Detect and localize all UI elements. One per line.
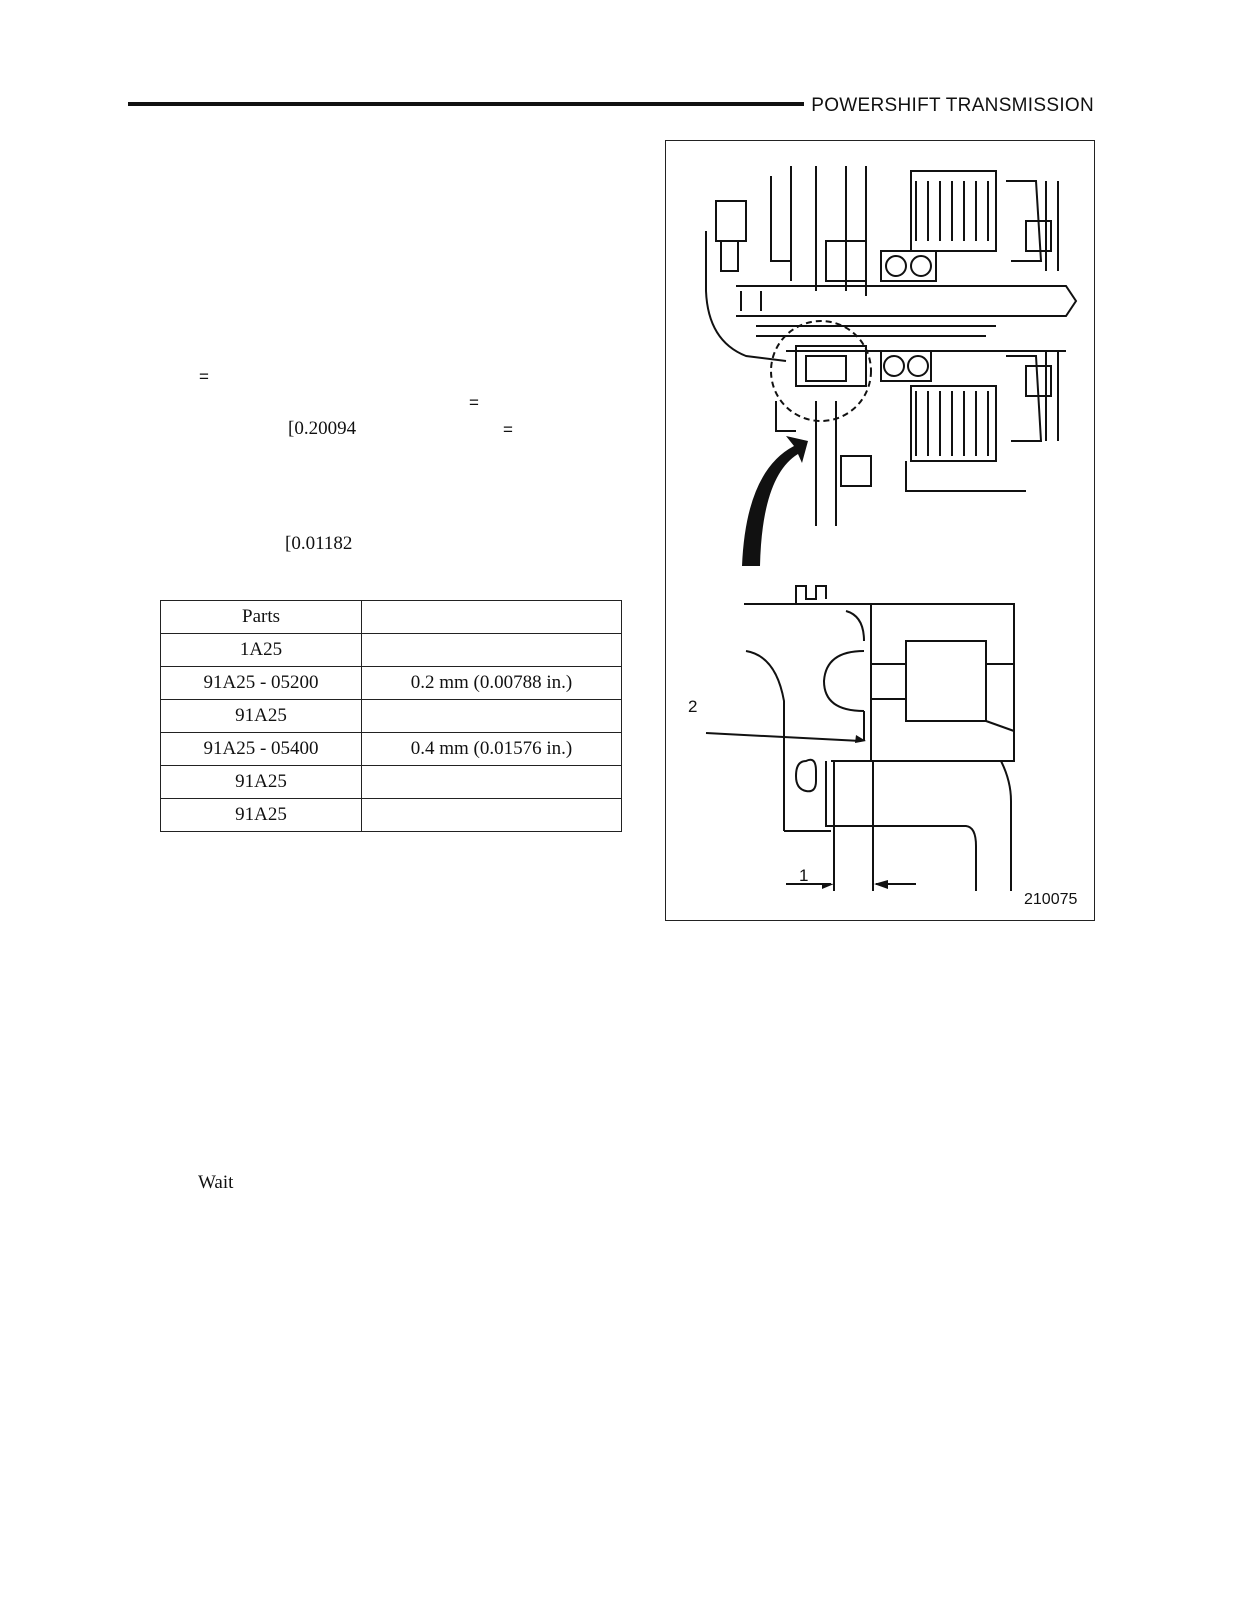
part-number-cell: 91A25 - 05400	[160, 732, 362, 766]
magnify-arrow-icon	[742, 436, 808, 566]
thickness-cell	[361, 699, 622, 733]
equals-sign: =	[469, 393, 479, 412]
value-fragment: [0.20094	[288, 418, 357, 439]
thickness-cell	[361, 765, 622, 799]
upper-assembly-drawing	[705, 166, 1078, 526]
wait-text: Wait	[198, 1172, 234, 1193]
figure-number: 210075	[1024, 891, 1077, 908]
shim-parts-table: Parts 1A25 91A25 - 05200 0.2 mm (0.00788…	[160, 600, 622, 832]
equals-sign: =	[503, 420, 513, 439]
part-number-cell: 91A25	[160, 798, 362, 832]
part-number-cell: 1A25	[160, 633, 362, 667]
transmission-figure: 1 2 210075	[665, 140, 1095, 921]
part-number-cell: 91A25	[160, 765, 362, 799]
leader-arrow-icon	[855, 735, 866, 743]
table-row: 91A25 - 05200 0.2 mm (0.00788 in.)	[160, 666, 622, 700]
table-header-cell: Parts	[160, 600, 362, 634]
equals-sign: =	[199, 367, 209, 386]
thickness-cell: 0.2 mm (0.00788 in.)	[361, 666, 622, 700]
thickness-cell: 0.4 mm (0.01576 in.)	[361, 732, 622, 766]
part-number-cell: 91A25	[160, 699, 362, 733]
header-rule	[128, 102, 804, 106]
table-row: 91A25	[160, 765, 622, 799]
dimension-arrow-icon	[822, 883, 834, 889]
table-header-row: Parts	[160, 600, 622, 634]
thickness-cell	[361, 633, 622, 667]
table-row: 91A25	[160, 699, 622, 733]
transmission-cross-section-drawing: 1 2 210075	[688, 166, 1078, 908]
value-fragment: [0.01182	[285, 533, 353, 554]
callout-2-label: 2	[688, 697, 697, 716]
table-row: 1A25	[160, 633, 622, 667]
table-header-cell	[361, 600, 622, 634]
table-row: 91A25 - 05400 0.4 mm (0.01576 in.)	[160, 732, 622, 766]
thickness-cell	[361, 798, 622, 832]
dimension-arrow-icon	[874, 880, 888, 889]
callout-1-label: 1	[799, 866, 808, 885]
part-number-cell: 91A25 - 05200	[160, 666, 362, 700]
detail-enlargement-drawing	[705, 585, 1015, 891]
section-title: POWERSHIFT TRANSMISSION	[811, 95, 1094, 116]
table-row: 91A25	[160, 798, 622, 832]
